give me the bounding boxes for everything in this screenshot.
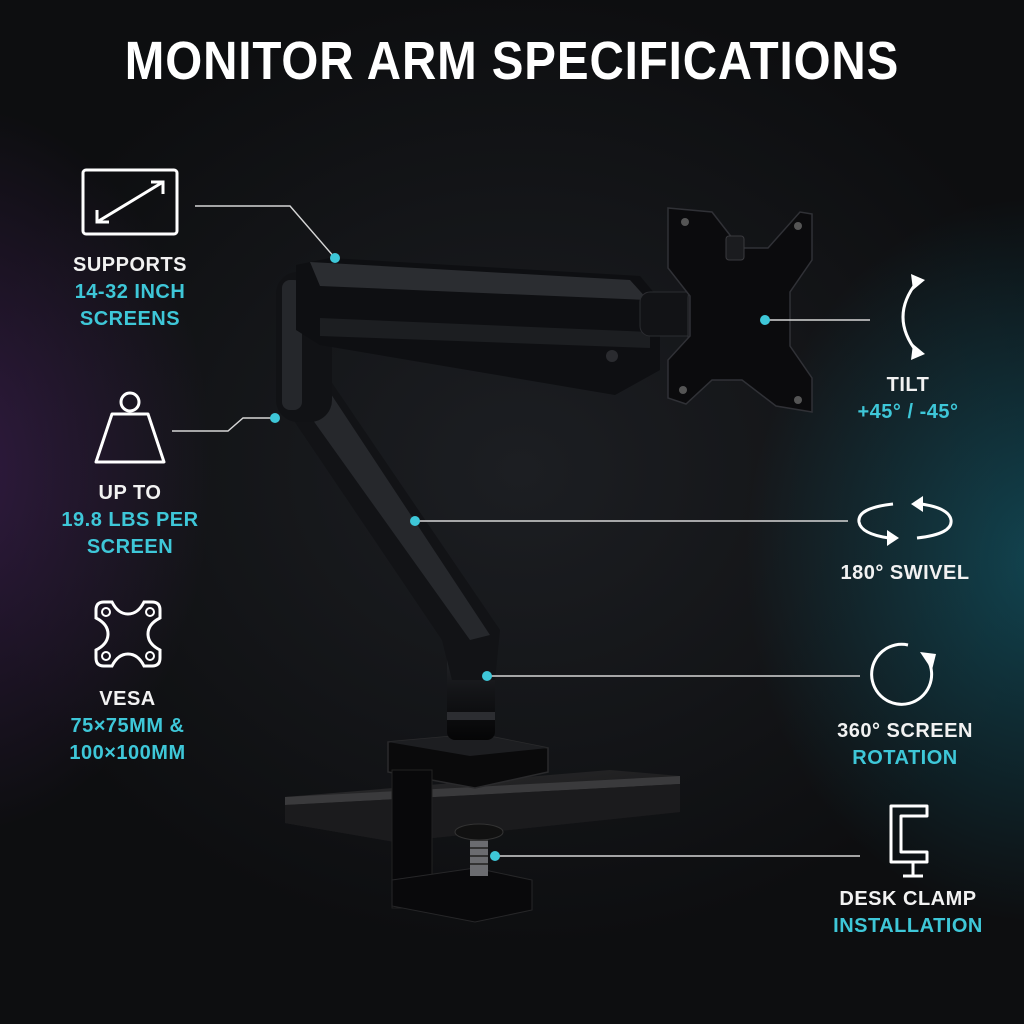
weight-value: 19.8 LBS PER SCREEN — [61, 509, 199, 558]
vesa-value: 75×75MM & 100×100MM — [69, 715, 186, 764]
feature-weight: UP TO 19.8 LBS PER SCREEN — [25, 390, 235, 561]
clamp-value: INSTALLATION — [833, 915, 983, 937]
supports-value: 14-32 INCH SCREENS — [74, 281, 186, 330]
weight-icon — [94, 391, 166, 464]
rotation-label: 360° SCREEN — [837, 720, 973, 742]
lower-arm — [280, 380, 500, 680]
callout-lines — [172, 205, 870, 857]
rotation-arrow-icon — [870, 642, 936, 706]
vesa-plate-icon — [94, 600, 161, 668]
supports-label: SUPPORTS — [72, 254, 188, 276]
clamp-label: DESK CLAMP — [839, 888, 977, 910]
diagonal-screen-icon — [81, 168, 179, 236]
feature-rotation: 360° SCREEN ROTATION — [820, 638, 990, 772]
rotation-label-2: ROTATION — [852, 747, 958, 769]
feature-vesa: VESA 75×75MM & 100×100MM — [15, 596, 240, 767]
tilt-arrow-icon — [901, 274, 925, 360]
swivel-label: 180° SWIVEL — [840, 562, 970, 584]
tilt-label: TILT — [886, 374, 930, 396]
feature-supports: SUPPORTS 14-32 INCH SCREENS — [30, 168, 230, 333]
callout-dots — [270, 253, 770, 861]
desk-board — [285, 770, 680, 842]
feature-tilt: TILT +45° / -45° — [838, 272, 978, 426]
upper-arm — [296, 258, 660, 395]
desk-clamp-icon — [889, 804, 929, 878]
page-title: MONITOR ARM SPECIFICATIONS — [124, 31, 900, 91]
weight-label: UP TO — [98, 482, 162, 504]
vesa-label: VESA — [99, 688, 156, 710]
feature-clamp: DESK CLAMP INSTALLATION — [830, 802, 986, 940]
swivel-arrows-icon — [857, 496, 953, 546]
feature-swivel: 180° SWIVEL — [820, 496, 990, 587]
desk-clamp — [387, 733, 549, 923]
tilt-value: +45° / -45° — [857, 401, 959, 423]
vesa-plate — [667, 207, 813, 413]
